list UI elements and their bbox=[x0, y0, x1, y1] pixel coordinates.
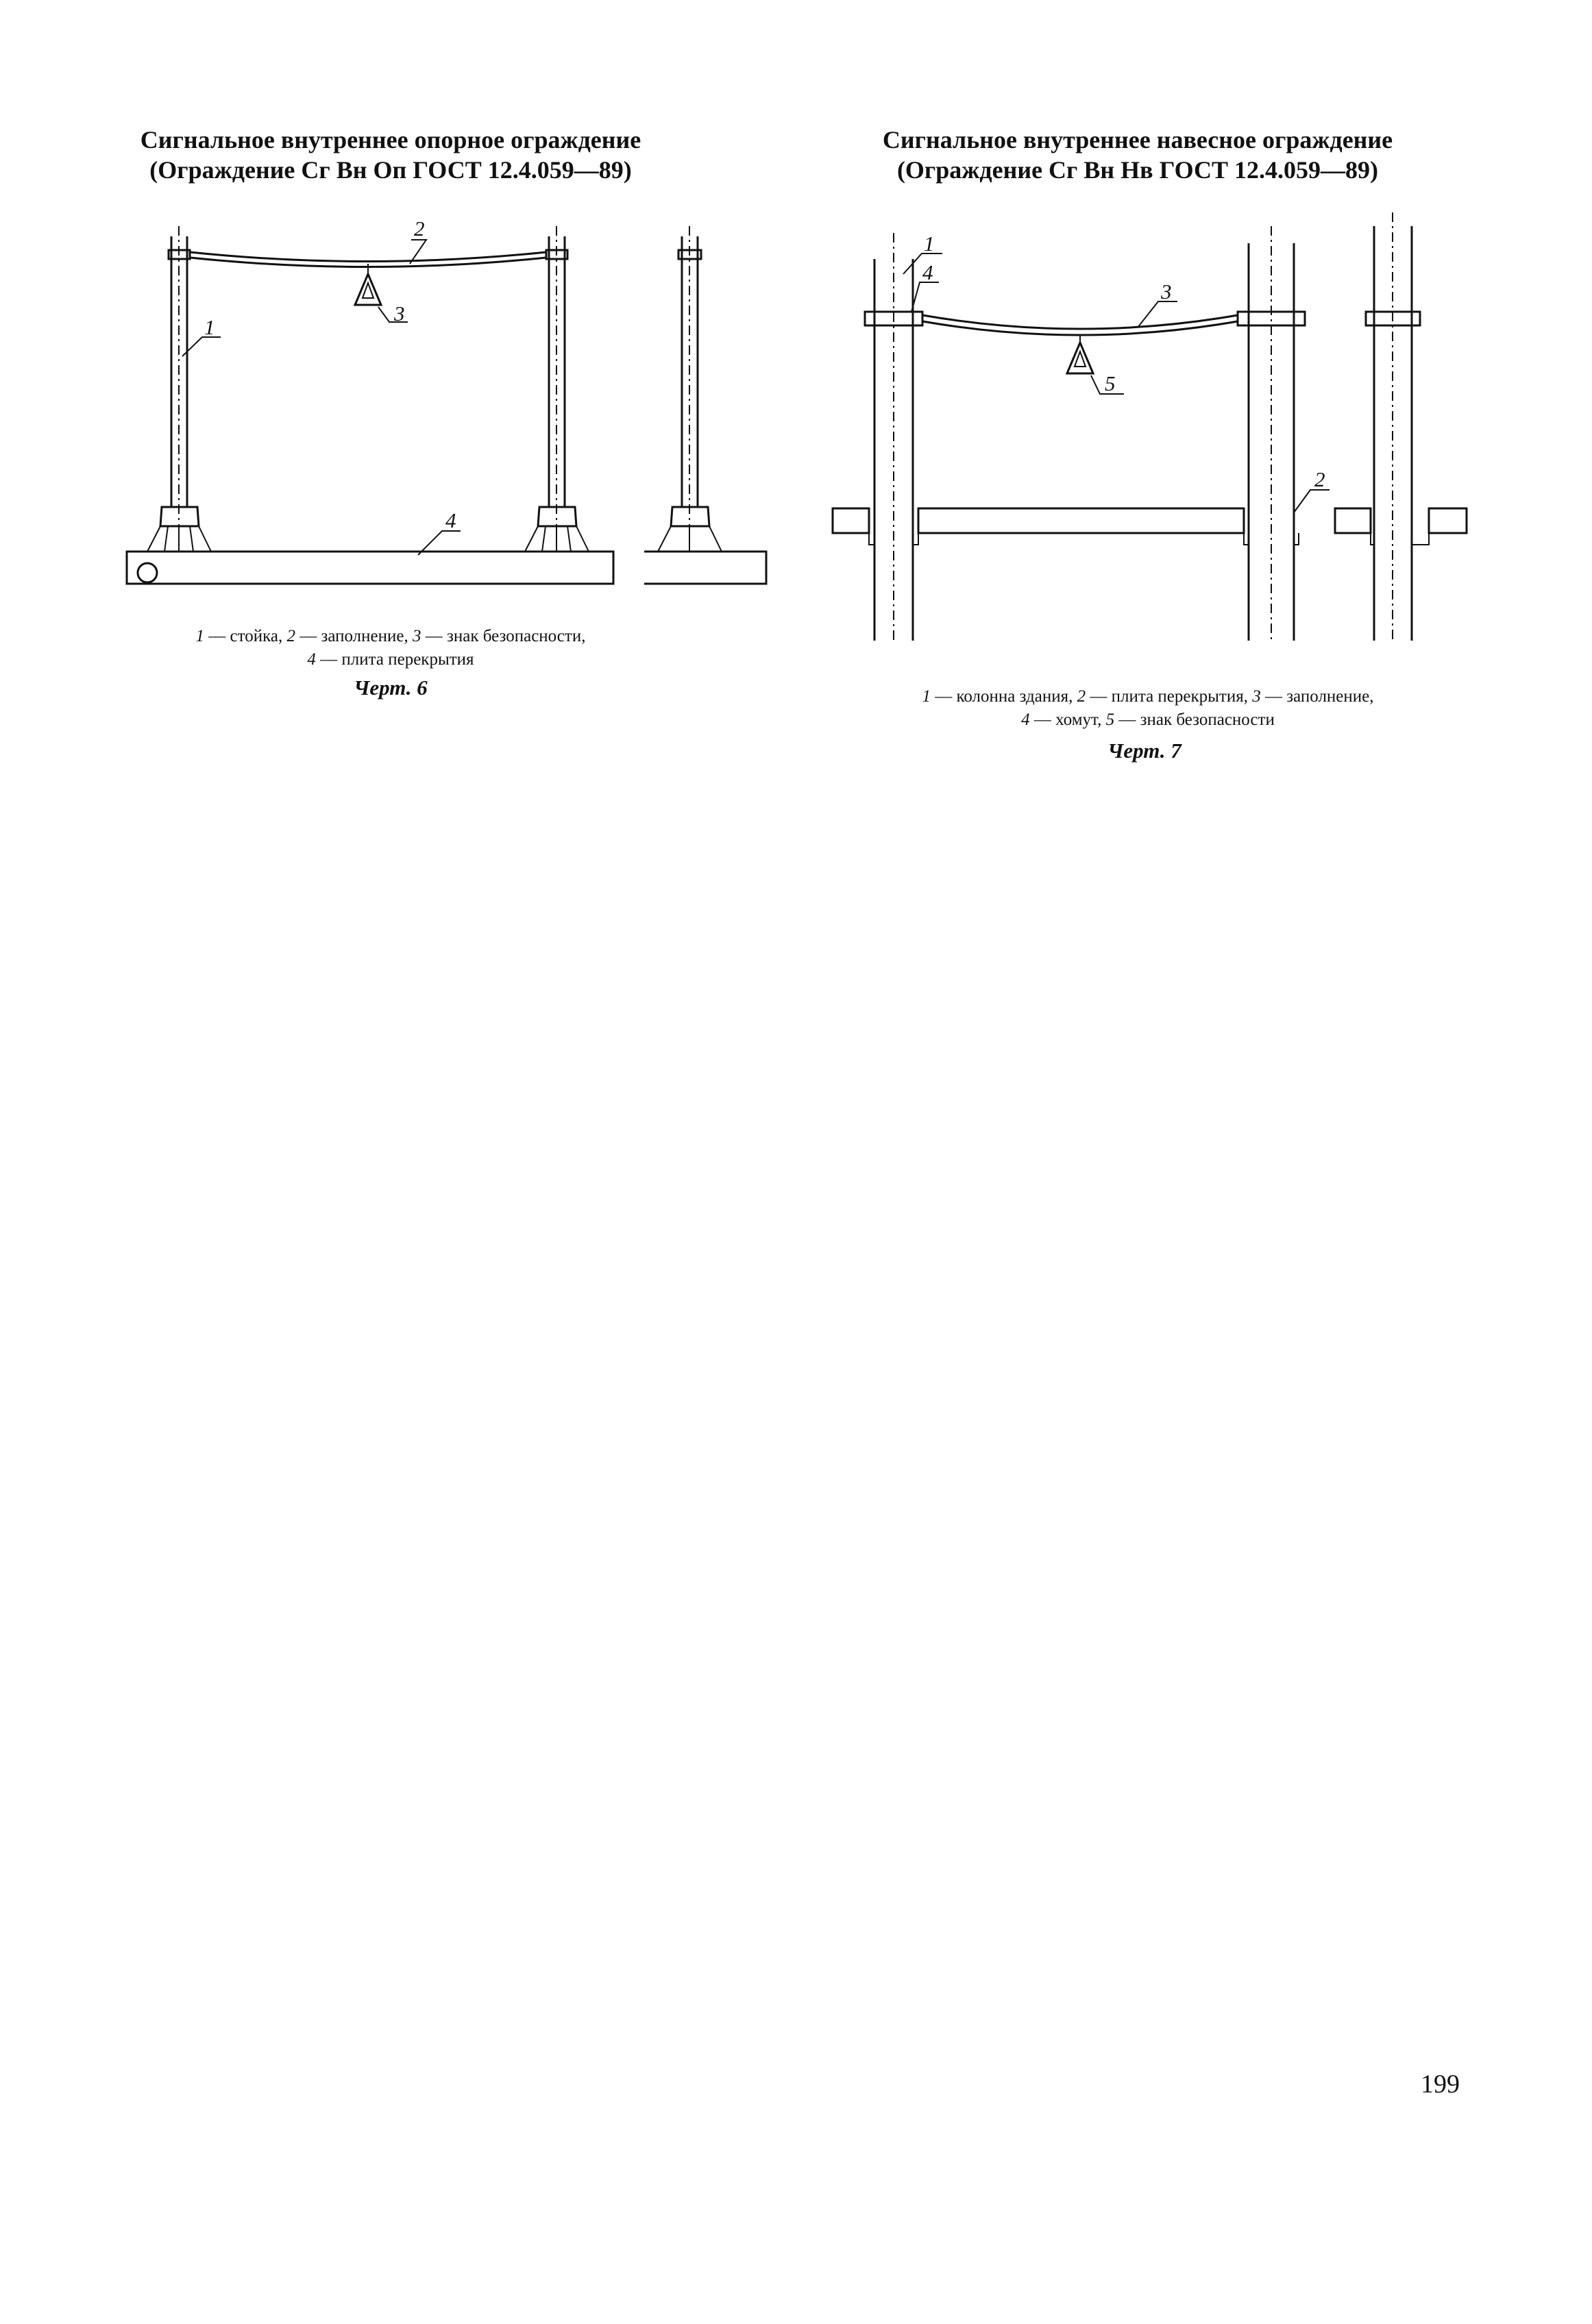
callout-7-5: 5 bbox=[1105, 371, 1116, 395]
fig6-callouts: 2 3 1 4 bbox=[182, 217, 461, 556]
safety-sign-2 bbox=[1065, 334, 1095, 375]
rope-filling-2 bbox=[922, 314, 1238, 336]
caption-num: 2 bbox=[286, 627, 295, 645]
caption-num: 4 bbox=[1021, 710, 1030, 729]
post-right bbox=[524, 226, 589, 552]
floor-slab-2 bbox=[831, 507, 1468, 545]
caption-text: — знак безопасности, bbox=[421, 627, 586, 645]
caption-text: — знак безопасности bbox=[1114, 710, 1275, 729]
column-right bbox=[1236, 226, 1306, 641]
fig7-callouts: 1 4 3 5 2 bbox=[903, 232, 1330, 513]
fig7-title-line1: Сигнальное внутреннее навесное ограждени… bbox=[882, 126, 1393, 153]
callout-7-3: 3 bbox=[1160, 280, 1172, 304]
caption-text: — заполнение, bbox=[1260, 687, 1374, 706]
callout-7-1: 1 bbox=[924, 232, 935, 256]
caption-text: — плита перекрытия bbox=[315, 650, 474, 669]
caption-text: — хомут, bbox=[1029, 710, 1106, 729]
callout-7-4: 4 bbox=[922, 260, 933, 284]
fig7-title: Сигнальное внутреннее навесное ограждени… bbox=[843, 125, 1432, 185]
caption-text: — заполнение, bbox=[295, 627, 413, 645]
caption-num: 3 bbox=[412, 627, 421, 645]
fig7-title-line2: (Ограждение Сг Вн Нв ГОСТ 12.4.059—89) bbox=[896, 156, 1379, 184]
callout-6-2: 2 bbox=[414, 217, 425, 240]
caption-num: 3 bbox=[1252, 687, 1261, 706]
caption-num: 5 bbox=[1105, 710, 1115, 729]
caption-num: 1 bbox=[922, 687, 931, 706]
callout-6-4: 4 bbox=[445, 508, 456, 532]
callout-6-3: 3 bbox=[393, 301, 405, 325]
safety-sign bbox=[353, 264, 383, 306]
callout-7-2: 2 bbox=[1314, 467, 1325, 491]
fig7-caption: 1 — колонна здания, 2 — плита перекрытия… bbox=[846, 685, 1449, 732]
fig6-title-line2: (Ограждение Сг Вн Оп ГОСТ 12.4.059—89) bbox=[149, 156, 632, 184]
fig7-label: Черт. 7 bbox=[1107, 739, 1181, 763]
page-number: 199 bbox=[1421, 2070, 1460, 2099]
fig6-title: Сигнальное внутреннее опорное ограждение… bbox=[110, 125, 672, 185]
column-side-view bbox=[1364, 212, 1430, 641]
caption-num: 2 bbox=[1077, 687, 1086, 706]
post-left bbox=[147, 226, 212, 552]
caption-text: — колонна здания, bbox=[930, 687, 1077, 706]
caption-num: 4 bbox=[307, 650, 316, 669]
caption-text: — плита перекрытия, bbox=[1086, 687, 1253, 706]
fig6-label: Черт. 6 bbox=[354, 676, 428, 700]
fig6-title-line1: Сигнальное внутреннее опорное ограждение bbox=[140, 126, 641, 153]
callout-6-1: 1 bbox=[204, 315, 215, 339]
fig6-caption: 1 — стойка, 2 — заполнение, 3 — знак без… bbox=[130, 625, 651, 671]
floor-slab bbox=[125, 550, 768, 585]
post-side-view bbox=[657, 226, 722, 552]
caption-num: 1 bbox=[195, 627, 205, 645]
column-left bbox=[864, 233, 924, 641]
caption-text: — стойка, bbox=[204, 627, 287, 645]
